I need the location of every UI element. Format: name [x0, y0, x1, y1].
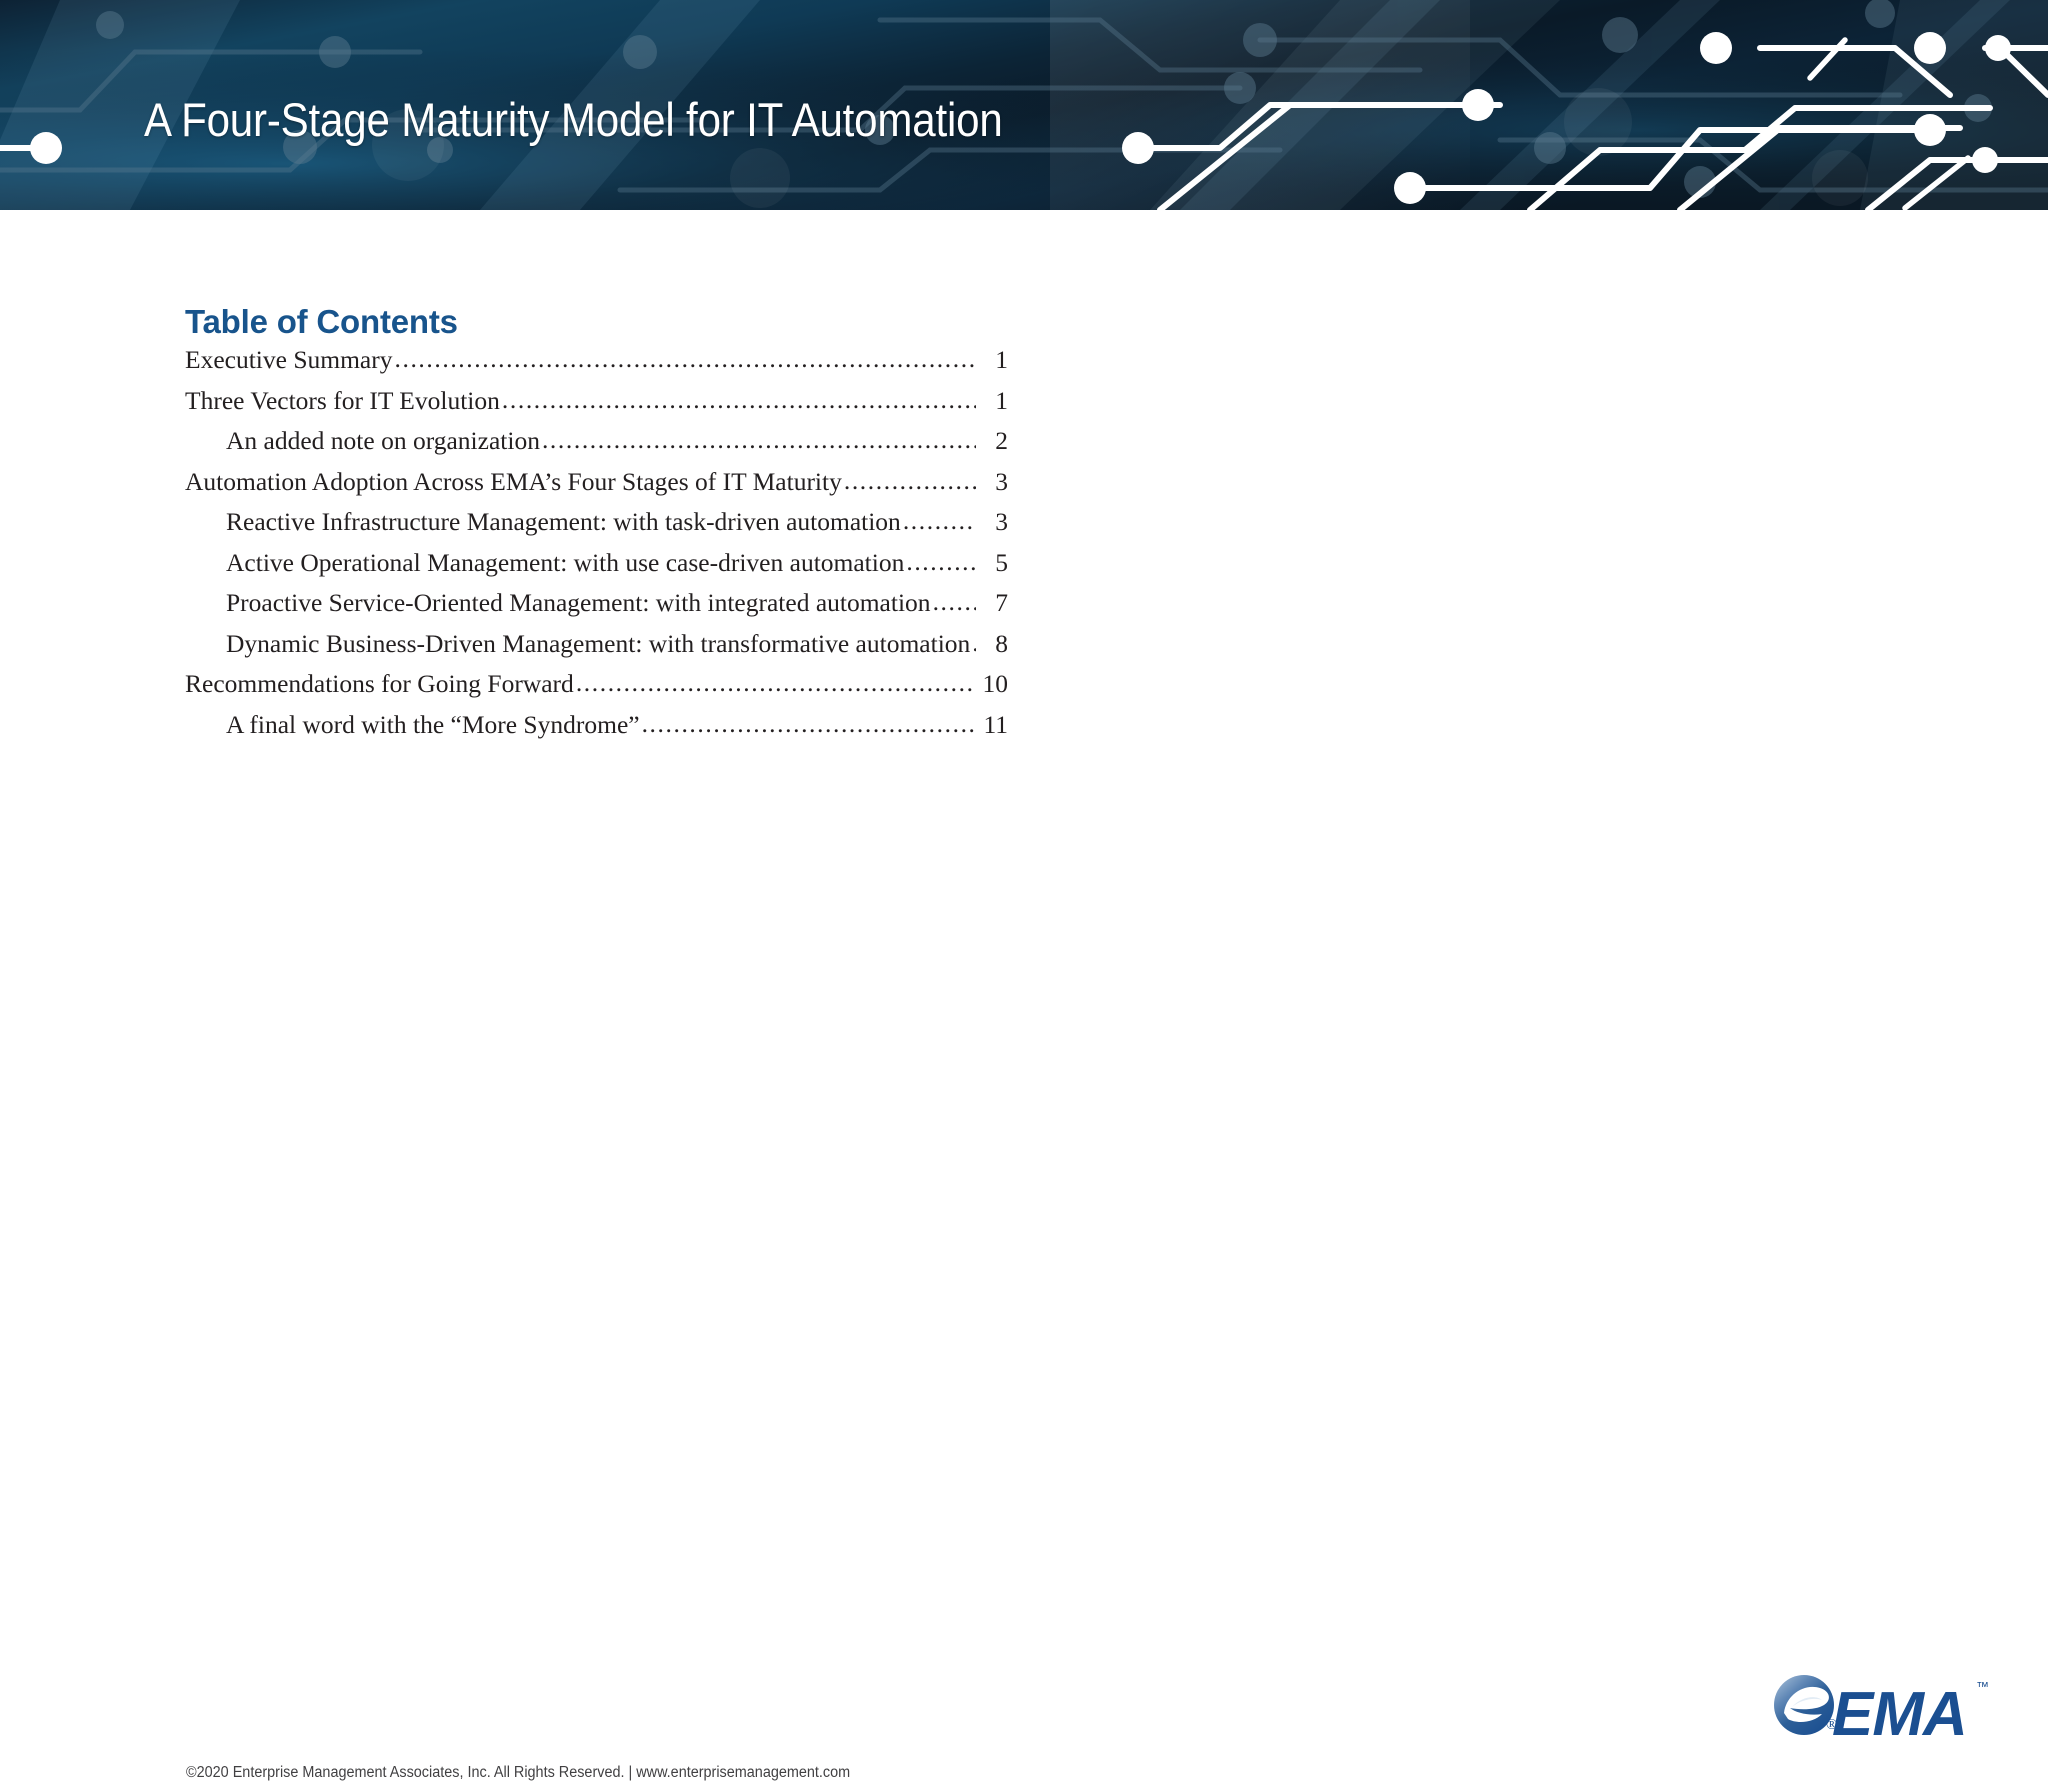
toc-entry-label: Three Vectors for IT Evolution [185, 385, 500, 415]
toc-entry[interactable]: Automation Adoption Across EMA’s Four St… [185, 466, 1008, 510]
toc-entry-page-number: 3 [995, 466, 1008, 496]
toc-entry-label: An added note on organization [226, 426, 540, 455]
toc-entry[interactable]: Reactive Infrastructure Management: with… [185, 507, 1008, 550]
toc-entry-page-number: 10 [982, 669, 1009, 698]
toc-entry-page-number: 7 [995, 588, 1008, 617]
toc-entry[interactable]: Executive Summary.......................… [185, 345, 1008, 388]
toc-entry-page-number: 3 [995, 507, 1008, 536]
toc-entry-page-number: 8 [995, 628, 1008, 658]
page-header-banner: A Four-Stage Maturity Model for IT Autom… [0, 0, 2048, 210]
toc-entry[interactable]: An added note on organization...........… [185, 426, 1008, 469]
toc-entry-page-number: 1 [995, 345, 1008, 374]
toc-dot-leader: ........................................… [394, 346, 977, 372]
toc-entry-page-number: 11 [983, 709, 1008, 739]
toc-dot-leader: ........................................… [541, 427, 976, 453]
toc-entry-label: Proactive Service-Oriented Management: w… [226, 588, 931, 617]
toc-entry[interactable]: Recommendations for Going Forward.......… [185, 669, 1009, 712]
toc-dot-leader: ........................................… [906, 548, 976, 574]
toc-dot-leader: ........................................… [972, 630, 976, 656]
toc-entry[interactable]: Proactive Service-Oriented Management: w… [185, 588, 1008, 631]
circuit-pattern-graphic [0, 0, 2048, 210]
toc-entry-label: Reactive Infrastructure Management: with… [226, 507, 901, 536]
toc-entry-page-number: 5 [995, 547, 1008, 577]
toc-entry-page-number: 1 [995, 385, 1008, 415]
toc-dot-leader: ........................................… [902, 508, 976, 534]
toc-dot-leader: ........................................… [843, 467, 976, 493]
toc-entry-label: Active Operational Management: with use … [226, 547, 905, 577]
footer-copyright: ©2020 Enterprise Management Associates, … [186, 1764, 851, 1781]
toc-entry-label: Automation Adoption Across EMA’s Four St… [185, 466, 842, 496]
toc-entry-label: A final word with the “More Syndrome” [226, 709, 640, 739]
ema-logo: ® EMA ™ [1774, 1675, 1989, 1749]
toc-heading: Table of Contents [185, 303, 458, 340]
toc-dot-leader: ........................................… [932, 589, 976, 615]
toc-entry[interactable]: Three Vectors for IT Evolution..........… [185, 385, 1008, 429]
ema-wordmark: EMA [1832, 1680, 1967, 1749]
toc-entry-label: Dynamic Business-Driven Management: with… [226, 628, 971, 658]
toc-entry-label: Executive Summary [185, 345, 393, 374]
toc-entry-label: Recommendations for Going Forward [185, 669, 574, 698]
toc-dot-leader: ........................................… [501, 386, 976, 412]
toc-entry[interactable]: A final word with the “More Syndrome”...… [185, 709, 1008, 753]
table-of-contents-list: Executive Summary.......................… [185, 345, 1009, 753]
toc-dot-leader: ........................................… [575, 670, 976, 696]
toc-entry-page-number: 2 [995, 426, 1008, 455]
page-title: A Four-Stage Maturity Model for IT Autom… [144, 93, 1003, 146]
ema-trademark-symbol: ™ [1976, 1679, 1989, 1694]
toc-entry[interactable]: Active Operational Management: with use … [185, 547, 1008, 591]
ema-swoosh-icon [1774, 1675, 1834, 1735]
page-body: Table of Contents Executive Summary.....… [0, 210, 2048, 1781]
toc-dot-leader: ........................................… [641, 710, 976, 736]
toc-entry[interactable]: Dynamic Business-Driven Management: with… [185, 628, 1008, 672]
